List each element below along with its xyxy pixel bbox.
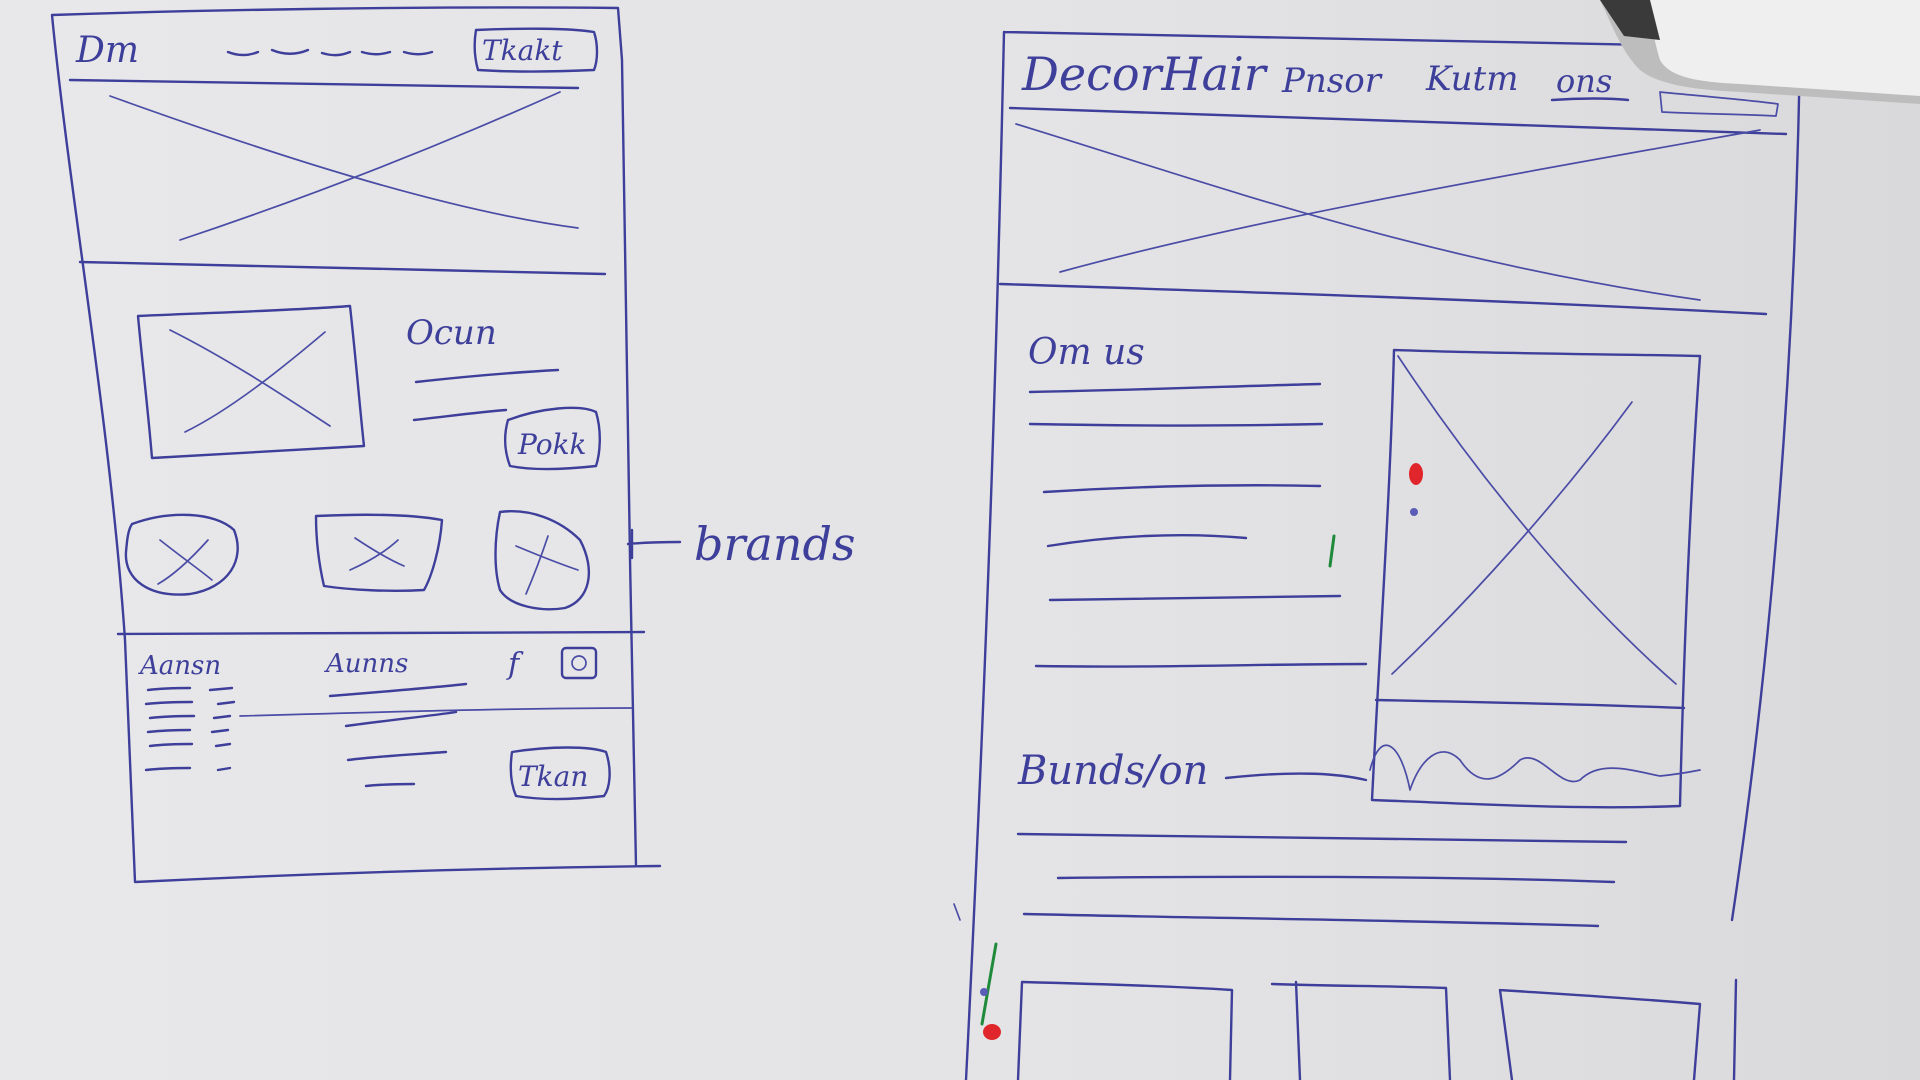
left-footer-list-line (146, 686, 234, 692)
left-brand-logo-1 (124, 513, 239, 596)
left-nav-divider (68, 78, 580, 90)
brands-annotation-arrow (626, 528, 682, 560)
left-footer-list-line (146, 728, 230, 734)
left-section-button (504, 406, 601, 471)
left-brand-logo-2 (314, 513, 444, 592)
left-brand-logo-1-cross (157, 539, 213, 585)
left-nav-cta-button (473, 27, 599, 73)
right-nav-active-underline (1550, 97, 1630, 102)
left-footer-divider (116, 630, 646, 636)
eraser-object (1600, 0, 1920, 104)
left-brand-logo-2-cross (349, 537, 405, 571)
right-hero-divider (998, 282, 1768, 316)
about-text-line (1028, 422, 1324, 427)
left-hero-divider (78, 260, 607, 276)
left-footer-list-line (144, 700, 236, 706)
left-footer-button-label: Tkan (518, 760, 588, 793)
right-brands-wave (1369, 744, 1701, 791)
right-card-1 (1016, 980, 1234, 1080)
left-hero-image-cross (109, 91, 579, 241)
left-footer-button (509, 746, 611, 801)
left-footer-list-line (148, 742, 232, 748)
left-footer-list-line (144, 766, 232, 772)
left-section-title: Ocun (406, 313, 497, 353)
left-nav-item-3 (320, 50, 352, 57)
about-text-line (1042, 484, 1322, 494)
brands-text-line (1056, 875, 1616, 884)
left-nav-cta-label: Tkakt (482, 34, 563, 67)
left-footer-divider-2 (239, 707, 633, 717)
left-footer-col2-line (364, 782, 416, 788)
right-nav-item-2: Kutm (1425, 59, 1518, 99)
right-nav-divider (1008, 106, 1788, 136)
blue-marker-dot (1410, 508, 1418, 516)
brands-text-line (1022, 912, 1600, 928)
left-footer-col2-heading: Aunns (324, 649, 408, 679)
about-text-line (1034, 662, 1368, 668)
right-nav-logo: DecorHair (1021, 47, 1269, 101)
right-nav-item-3: ons (1556, 62, 1612, 100)
right-card-2 (1270, 980, 1452, 1080)
right-nav-cta-button (1659, 91, 1779, 117)
right-nav-item-1: Pnsor (1281, 61, 1383, 101)
about-text-line (1028, 382, 1322, 394)
left-nav-item-1 (226, 50, 260, 57)
right-card-3 (1498, 988, 1702, 1080)
brands-annotation-label: brands (694, 517, 856, 571)
left-brand-logo-3 (494, 510, 591, 611)
left-section-image (136, 304, 366, 460)
right-brands-title: Bunds/on (1017, 748, 1208, 794)
green-marker-stroke (980, 942, 998, 1026)
left-section-text-line-2 (412, 408, 508, 422)
green-marker-dot (1328, 534, 1336, 568)
left-nav-item-4 (360, 50, 392, 56)
right-about-image (1370, 348, 1702, 809)
left-wireframe: Dm Tkakt Ocun Pokk brands Aansn Aunns (50, 6, 856, 884)
red-marker-dot (1409, 463, 1423, 485)
right-brands-title-scribble (1224, 772, 1368, 782)
left-page-frame (50, 6, 662, 884)
left-nav-item-2 (270, 48, 310, 55)
left-section-image-cross (169, 329, 331, 433)
left-nav-logo: Dm (75, 30, 139, 71)
left-footer-list-line (148, 714, 232, 720)
right-about-title: Om us (1028, 332, 1145, 373)
blue-marker-dot (980, 988, 988, 996)
right-about-image-cross (1391, 355, 1677, 685)
left-section-text-line-1 (414, 368, 560, 384)
left-nav-item-5 (402, 50, 434, 56)
right-wireframe: DecorHair Pnsor Kutm ons Om us Bunds/on (953, 30, 1802, 1080)
right-hero-image-cross (1015, 123, 1761, 301)
left-footer-instagram-icon (560, 646, 598, 680)
brands-text-line (1016, 832, 1628, 844)
about-text-line (1046, 533, 1248, 548)
left-footer-col2-line (328, 682, 468, 698)
right-about-image-caption-divider (1374, 698, 1686, 710)
left-footer-col1-heading: Aansn (138, 651, 221, 681)
left-footer-col2-line (344, 710, 458, 728)
left-footer-col2-line (346, 750, 448, 762)
margin-mark (953, 903, 961, 921)
about-text-line (1048, 594, 1342, 602)
red-marker-dot (983, 1024, 1001, 1040)
left-section-button-label: Pokk (517, 428, 587, 461)
left-brand-logo-3-cross (515, 535, 579, 595)
